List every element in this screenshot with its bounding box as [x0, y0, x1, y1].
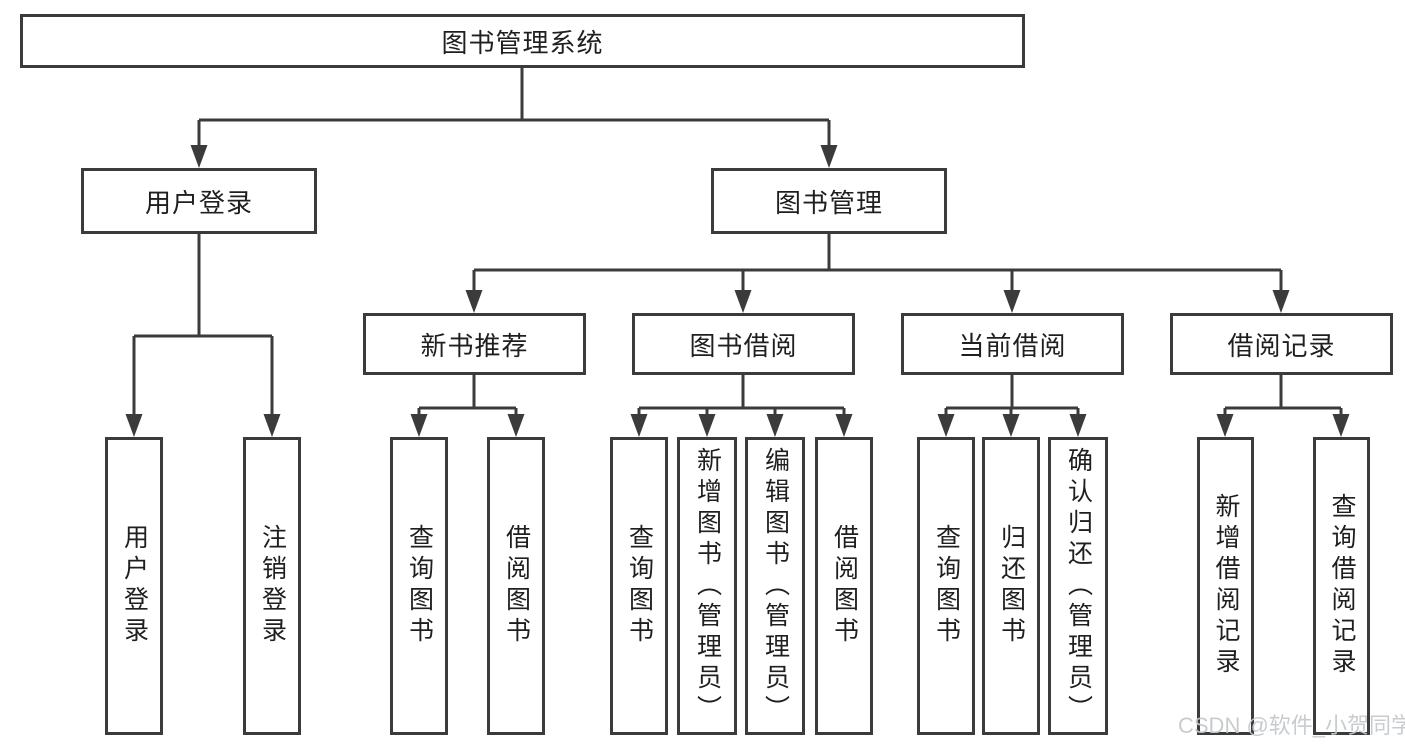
leaf-query-borrow-record: 查询借阅记录: [1313, 437, 1370, 735]
leaf-borrow-books-recommend: 借阅图书: [487, 437, 545, 735]
node-user-login: 用户登录: [81, 168, 317, 234]
leaf-label: 查询图书: [405, 524, 434, 648]
leaf-edit-book-admin: 编辑图书（管理员）: [745, 437, 805, 735]
node-current-borrowing: 当前借阅: [901, 313, 1124, 375]
leaf-label: 用户登录: [120, 524, 149, 648]
leaf-add-borrow-record: 新增借阅记录: [1197, 437, 1254, 735]
leaf-label: 确认归还（管理员）: [1064, 446, 1093, 726]
leaf-label: 查询图书: [932, 524, 961, 648]
leaf-return-book: 归还图书: [982, 437, 1040, 735]
leaf-label: 查询图书: [625, 524, 654, 648]
node-label: 图书管理系统: [441, 27, 604, 58]
node-book-borrowing: 图书借阅: [632, 313, 855, 375]
leaf-confirm-return-admin: 确认归还（管理员）: [1048, 437, 1108, 735]
node-new-book-recommendation: 新书推荐: [363, 313, 586, 375]
node-label: 新书推荐: [420, 330, 529, 361]
leaf-label: 注销登录: [258, 524, 287, 648]
node-label: 图书借阅: [689, 330, 798, 361]
leaf-label: 借阅图书: [502, 524, 531, 648]
node-root-system: 图书管理系统: [20, 14, 1025, 68]
leaf-add-book-admin: 新增图书（管理员）: [677, 437, 737, 735]
leaf-label: 归还图书: [997, 524, 1026, 648]
node-label: 用户登录: [144, 187, 253, 218]
leaf-logout: 注销登录: [243, 437, 301, 735]
leaf-user-login: 用户登录: [105, 437, 163, 735]
node-label: 当前借阅: [958, 330, 1067, 361]
node-label: 图书管理: [774, 187, 883, 218]
leaf-query-books-current: 查询图书: [917, 437, 975, 735]
leaf-borrow-books: 借阅图书: [815, 437, 873, 735]
leaf-label: 新增图书（管理员）: [693, 446, 722, 726]
leaf-query-books-borrow: 查询图书: [610, 437, 668, 735]
node-borrowing-records: 借阅记录: [1170, 313, 1393, 375]
leaf-label: 查询借阅记录: [1328, 493, 1356, 679]
leaf-query-books-recommend: 查询图书: [390, 437, 448, 735]
node-label: 借阅记录: [1227, 330, 1336, 361]
leaf-label: 借阅图书: [830, 524, 859, 648]
csdn-watermark: CSDN @软件_小贺同学: [1178, 713, 1405, 738]
leaf-label: 新增借阅记录: [1212, 493, 1240, 679]
node-book-management: 图书管理: [711, 168, 947, 234]
leaf-label: 编辑图书（管理员）: [761, 446, 790, 726]
